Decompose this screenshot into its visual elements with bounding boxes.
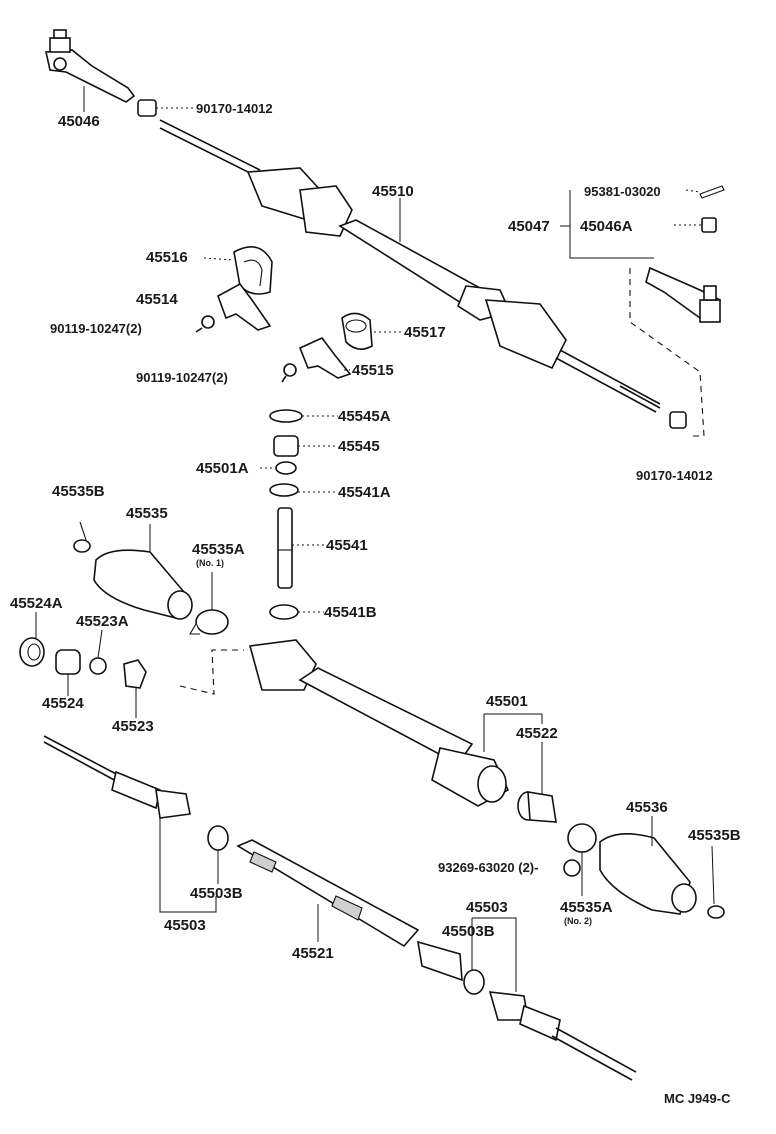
bracket-45501 [483, 713, 543, 752]
label-45535A-no1: 45535A [192, 541, 245, 558]
label-90170-14012-top: 90170-14012 [196, 101, 273, 116]
label-45046A: 45046A [580, 218, 633, 235]
label-no2: (No. 2) [564, 916, 592, 926]
leader-45535B-right [711, 845, 715, 905]
label-45521: 45521 [292, 945, 334, 962]
cover-45545A [269, 409, 303, 423]
bushing-45517 [341, 312, 373, 350]
label-45503-right: 45503 [466, 899, 508, 916]
sleeve-45522 [517, 791, 557, 823]
bolt-90119-a [195, 315, 215, 333]
tie-rod-end-left [45, 29, 136, 103]
bracket-line-45047 [569, 190, 654, 259]
spacer-45523A [89, 657, 107, 675]
label-45514: 45514 [136, 291, 178, 308]
diagram-code: MC J949-C [664, 1091, 731, 1106]
clip-45535B-right [707, 905, 725, 919]
label-90170-14012-right: 90170-14012 [636, 468, 713, 483]
gear-housing-45501 [248, 639, 510, 807]
nut-90170-right [669, 411, 687, 429]
connector-line-right [629, 268, 705, 437]
label-no1: (No. 1) [196, 558, 224, 568]
label-45503B-right: 45503B [442, 923, 495, 940]
label-45545: 45545 [338, 438, 380, 455]
leader-95381 [685, 189, 701, 193]
leader-45516 [203, 257, 235, 261]
label-45535: 45535 [126, 505, 168, 522]
ring-45524A [19, 637, 45, 667]
label-45047: 45047 [508, 218, 550, 235]
bracket-45515 [298, 337, 352, 379]
label-45523A: 45523A [76, 613, 129, 630]
label-45503-left: 45503 [164, 917, 206, 934]
label-45524: 45524 [42, 695, 84, 712]
bearing-45541A [269, 483, 299, 497]
label-45545A: 45545A [338, 408, 391, 425]
clamp-45535A-no2 [567, 823, 597, 853]
pinion-45541 [277, 507, 293, 589]
bushing-45523 [123, 659, 147, 689]
rack-45521 [236, 839, 463, 982]
label-45536: 45536 [626, 799, 668, 816]
label-45046: 45046 [58, 113, 100, 130]
label-93269-63020: 93269-63020 (2)- [438, 860, 538, 875]
washer-45503B-left [207, 825, 229, 851]
label-45515: 45515 [352, 362, 394, 379]
tie-rod-45503-right [488, 991, 637, 1081]
tie-rod-45503-left [43, 735, 191, 819]
label-45541B: 45541B [324, 604, 377, 621]
nut-45046A [701, 217, 717, 233]
bushing-45524 [55, 649, 81, 675]
plug-45545 [273, 435, 299, 457]
label-45523: 45523 [112, 718, 154, 735]
clip-45535B-left [73, 521, 91, 553]
clamp-45535A-no1 [189, 609, 229, 635]
bushing-45516 [233, 246, 273, 295]
bearing-45541B [269, 604, 299, 620]
label-45501A: 45501A [196, 460, 249, 477]
label-45535B-right: 45535B [688, 827, 741, 844]
boot-45535 [93, 549, 193, 620]
label-45535A-no2: 45535A [560, 899, 613, 916]
label-45535B-left: 45535B [52, 483, 105, 500]
label-90119-10247-a: 90119-10247(2) [50, 321, 142, 336]
rack-housing-upper [159, 119, 661, 413]
label-45510: 45510 [372, 183, 414, 200]
connector-line-left [179, 649, 244, 695]
clamp-93269 [563, 859, 581, 877]
label-45501: 45501 [486, 693, 528, 710]
label-95381-03020: 95381-03020 [584, 184, 661, 199]
ring-45501A [275, 461, 297, 475]
bracket-45503-left [159, 818, 217, 913]
label-45522: 45522 [516, 725, 558, 742]
cotter-pin-95381 [699, 185, 725, 199]
label-45524A: 45524A [10, 595, 63, 612]
bracket-45514 [217, 282, 272, 331]
label-45541: 45541 [326, 537, 368, 554]
label-90119-10247-b: 90119-10247(2) [136, 370, 228, 385]
washer-45503B-right [463, 969, 485, 995]
bolt-90119-b [281, 363, 297, 383]
boot-45536 [599, 833, 697, 915]
bracket-45503-right [471, 917, 517, 992]
tie-rod-end-right [645, 266, 721, 323]
nut-90170-top [137, 99, 157, 117]
label-45516: 45516 [146, 249, 188, 266]
leader-45523A [97, 629, 103, 659]
label-45541A: 45541A [338, 484, 391, 501]
label-45503B-left: 45503B [190, 885, 243, 902]
label-45517: 45517 [404, 324, 446, 341]
